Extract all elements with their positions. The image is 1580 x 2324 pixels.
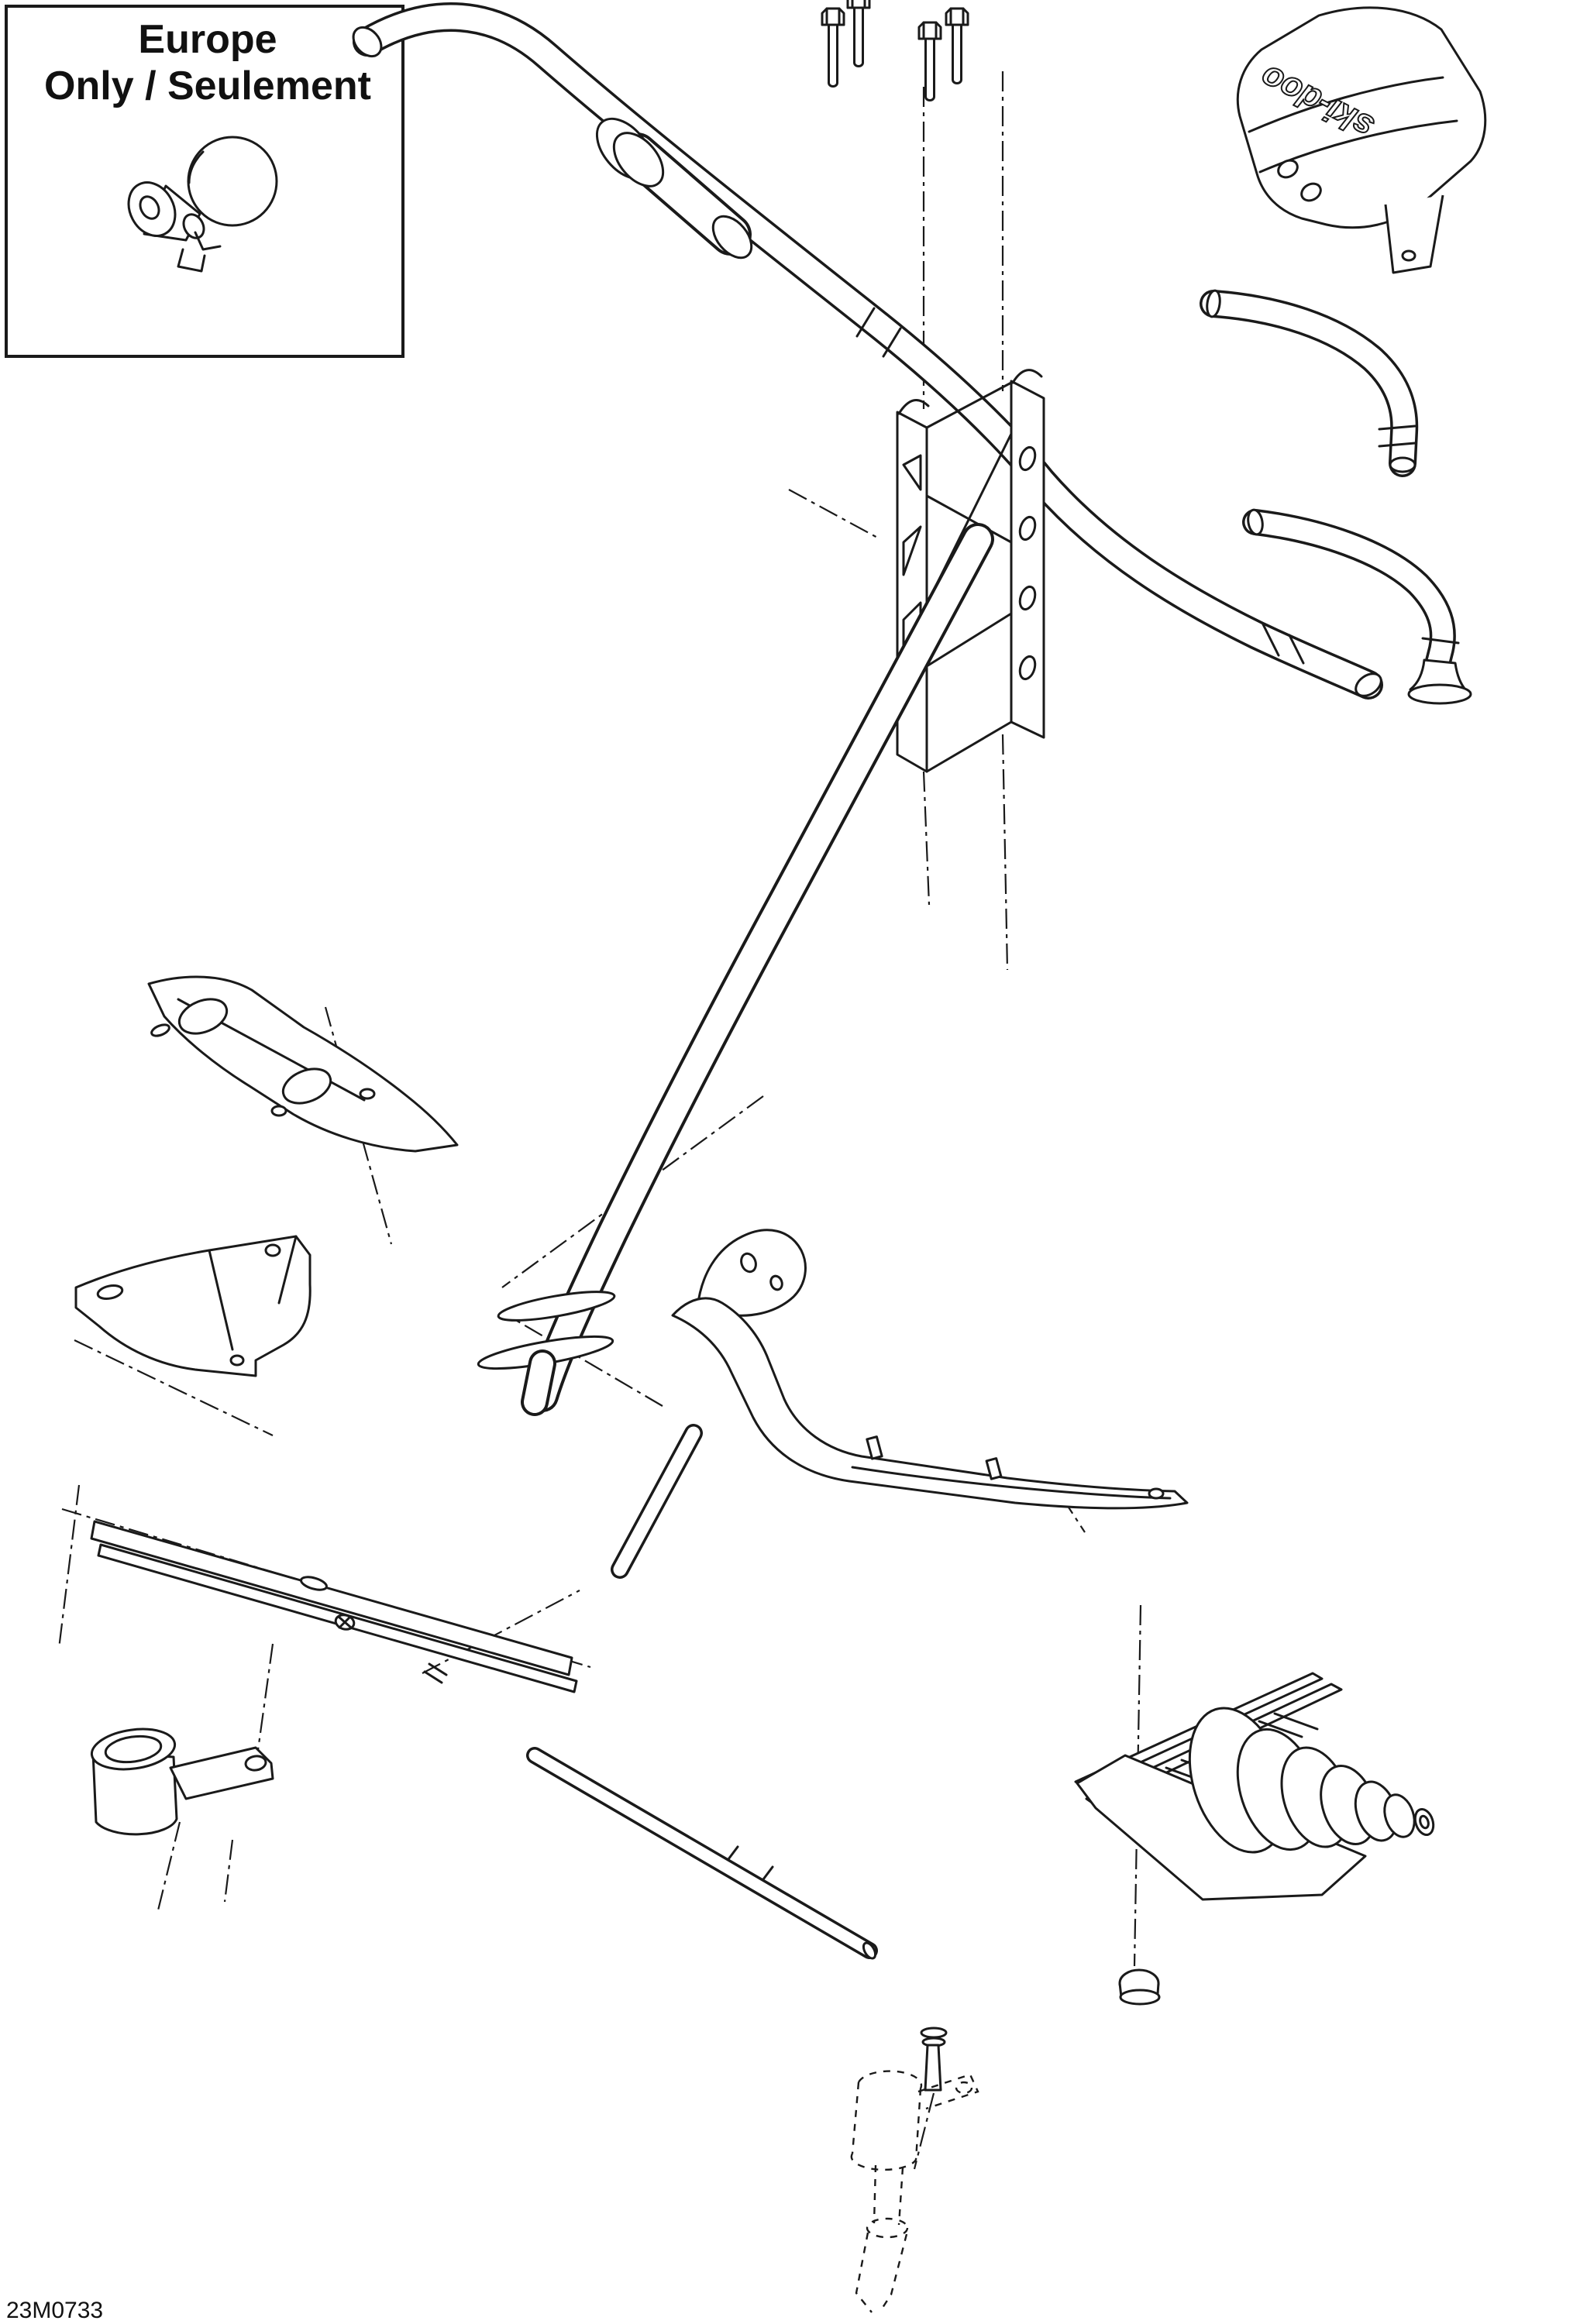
grip: [595, 117, 753, 260]
hardware-parts: [821, 0, 969, 101]
axis-line: [74, 1339, 274, 1436]
europe-box-line1: Europe: [138, 17, 277, 62]
handlebar-pad: ski-doo: [1236, 6, 1487, 274]
axis-line: [57, 1484, 81, 1649]
steering-boot: [1076, 1707, 1435, 1901]
axis-line: [922, 771, 931, 906]
part-bolt: [821, 7, 845, 88]
handlebar-section-60: [1200, 289, 1419, 477]
part-bolt: [917, 21, 942, 101]
handlebar: [352, 2, 1383, 700]
support-bracket-46: [74, 1235, 312, 1377]
diagram-parts: Europe Only / Seulement: [5, 2, 1487, 2313]
steering-arm-45: [671, 1229, 1189, 1510]
axis-line: [913, 2092, 935, 2170]
europe-box-line2: Only / Seulement: [44, 64, 371, 108]
axis-line: [256, 1643, 274, 1756]
tie-rod: [526, 1747, 878, 1960]
axis-line: [512, 1318, 663, 1407]
document-code: 23M0733: [6, 2298, 103, 2323]
axis-line: [223, 1839, 234, 1903]
axis-line: [501, 1095, 764, 1288]
axis-line: [422, 1590, 580, 1674]
tie-rod-end-28-stud: [920, 2027, 948, 2092]
spindle-arm: [90, 1728, 274, 1836]
handlebar-hook-62: [1242, 508, 1472, 705]
drag-link: [611, 1424, 703, 1579]
tie-rod-end-20-stub: [423, 1662, 448, 1684]
part-bolt: [945, 7, 969, 84]
axis-line: [156, 1821, 181, 1914]
assembly-axes: [57, 71, 1142, 2170]
part-bolt: [846, 0, 871, 67]
horn-part: [127, 136, 278, 273]
handlebar-right-end: [1355, 672, 1382, 697]
axis-line: [1001, 734, 1009, 971]
europe-only-box: Europe Only / Seulement: [5, 5, 404, 358]
cap-29: [1118, 1968, 1161, 2006]
support-bracket-56: [147, 975, 459, 1153]
axis-line: [788, 489, 881, 540]
steering-column: [477, 523, 994, 1416]
ghost-spindle: [850, 2070, 979, 2313]
rack-plate: [90, 1520, 578, 1693]
handlebar-left-end: [352, 26, 383, 58]
